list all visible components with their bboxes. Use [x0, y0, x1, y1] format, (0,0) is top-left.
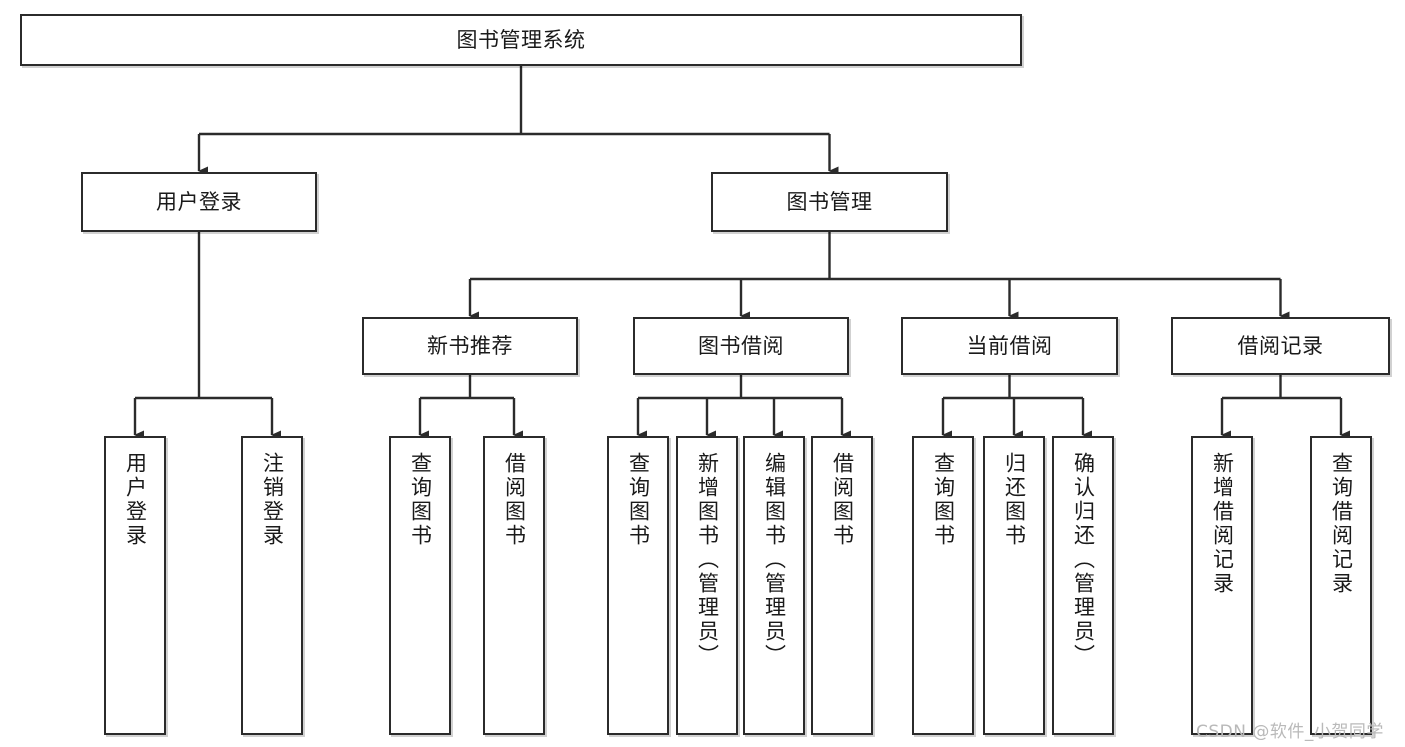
leaf-record-query[interactable]: 查询借阅记录 [1310, 436, 1372, 735]
leaf-borrow-query-book[interactable]: 查询图书 [607, 436, 669, 735]
node-new-book-recommend[interactable]: 新书推荐 [362, 317, 578, 375]
edge-layer [133, 66, 1350, 440]
node-current-borrow[interactable]: 当前借阅 [901, 317, 1118, 375]
leaf-record-add[interactable]: 新增借阅记录 [1191, 436, 1253, 735]
leaf-record-add-label: 新增借阅记录 [1210, 452, 1235, 596]
leaf-borrow-edit-book-admin[interactable]: 编辑图书（管理员） [743, 436, 805, 735]
leaf-borrow-borrow-book[interactable]: 借阅图书 [811, 436, 873, 735]
leaf-borrow-borrow-book-label: 借阅图书 [830, 452, 855, 548]
leaf-borrow-add-book-admin[interactable]: 新增图书（管理员） [676, 436, 738, 735]
leaf-current-query-book[interactable]: 查询图书 [912, 436, 974, 735]
node-root[interactable]: 图书管理系统 [20, 14, 1022, 66]
node-book-borrow-label: 图书借阅 [698, 333, 784, 358]
leaf-borrow-add-book-admin-label: 新增图书（管理员） [695, 452, 720, 668]
leaf-newbook-borrow-book-label: 借阅图书 [502, 452, 527, 548]
leaf-current-confirm-return-admin-label: 确认归还（管理员） [1071, 452, 1096, 668]
node-borrow-record[interactable]: 借阅记录 [1171, 317, 1390, 375]
node-borrow-record-label: 借阅记录 [1237, 333, 1324, 358]
leaf-current-confirm-return-admin[interactable]: 确认归还（管理员） [1052, 436, 1114, 735]
leaf-logout-label: 注销登录 [260, 452, 285, 548]
node-book-management[interactable]: 图书管理 [711, 172, 948, 232]
leaf-newbook-borrow-book[interactable]: 借阅图书 [483, 436, 545, 735]
leaf-logout[interactable]: 注销登录 [241, 436, 303, 735]
node-root-label: 图书管理系统 [456, 27, 586, 52]
node-user-login[interactable]: 用户登录 [81, 172, 317, 232]
leaf-borrow-edit-book-admin-label: 编辑图书（管理员） [762, 452, 787, 668]
leaf-newbook-query-book[interactable]: 查询图书 [389, 436, 451, 735]
node-current-borrow-label: 当前借阅 [966, 333, 1053, 358]
leaf-current-return-book[interactable]: 归还图书 [983, 436, 1045, 735]
node-new-book-recommend-label: 新书推荐 [427, 333, 513, 358]
node-book-borrow[interactable]: 图书借阅 [633, 317, 849, 375]
leaf-borrow-query-book-label: 查询图书 [626, 452, 651, 548]
leaf-current-query-book-label: 查询图书 [931, 452, 956, 548]
leaf-record-query-label: 查询借阅记录 [1329, 452, 1354, 596]
node-user-login-label: 用户登录 [156, 189, 242, 214]
leaf-user-login-label: 用户登录 [123, 452, 148, 548]
leaf-newbook-query-book-label: 查询图书 [408, 452, 433, 548]
leaf-user-login[interactable]: 用户登录 [104, 436, 166, 735]
node-book-management-label: 图书管理 [786, 189, 873, 214]
leaf-current-return-book-label: 归还图书 [1002, 452, 1027, 548]
